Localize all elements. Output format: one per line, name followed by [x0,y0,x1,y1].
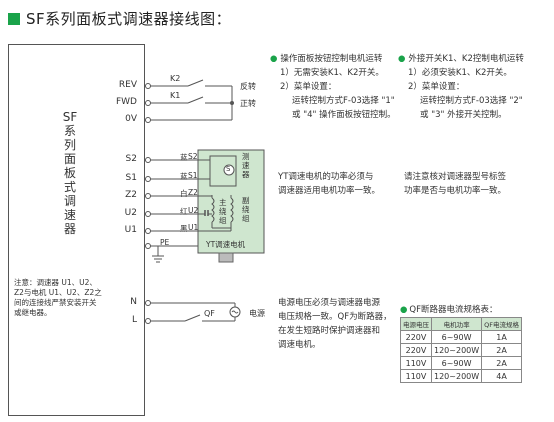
terminal-l-label: L [131,315,137,325]
table-row: 220V 120~200W 2A [400,343,523,357]
motor-shaft [218,252,234,263]
power-label: 电源 [249,309,265,318]
table-row: 110V 6~90W 2A [400,356,523,370]
motor-s2: S2 [188,152,198,161]
qf-table-header: 电源电压 电机功率 QF电流规格 [400,317,523,331]
main-winding-coil [211,197,215,223]
reverse-label: 反转 [240,82,256,91]
title-marker [8,12,20,25]
power-supply-note: 电源电压必须与调速器电源 电压规格一致。QF为断路器， 在发生短路时保护调速器和… [278,298,392,350]
wire-blue2: 蓝 [180,172,188,181]
aux-winding-coil [230,197,234,223]
title-text: SF系列面板式调速器接线图： [26,10,232,28]
tachometer-label: 测速器 [242,152,250,179]
switch-k2-label: K2 [170,74,181,83]
controller-name: SF系列面板式调速器 [62,110,78,236]
wire-red: 红 [180,207,188,216]
terminal-u1-label: U1 [124,225,137,235]
wire-black: 黑 [180,224,188,233]
qf-breaker-table: ●QF断路器电流规格表： 电源电压 电机功率 QF电流规格 220V 6~90W… [400,303,523,383]
terminal-pe-label: PE [160,238,170,247]
terminal-z2-label: Z2 [125,190,137,200]
terminal-n-label: N [130,297,137,307]
main-winding-label: 主绕组 [219,198,227,225]
breaker-qf-label: QF [204,309,215,318]
motor-z2: Z2 [188,188,198,197]
terminal-fwd-label: FWD [115,97,137,107]
controller-box [8,44,145,416]
controller-note: 注意：调速器 U1、U2、Z2与电机 U1、U2、Z2之间的连接线严禁安装开关或… [14,278,102,317]
terminal-s2-label: S2 [125,154,137,164]
wire-white: 白 [180,189,188,198]
bullet-icon: ● [398,54,406,64]
terminal-s1-label: S1 [125,173,137,183]
table-row: 110V 120~200W 4A [400,369,523,383]
switch-k1-label: K1 [170,91,181,100]
motor-label: YT调速电机 [206,240,246,249]
forward-label: 正转 [240,99,256,108]
bullet-icon: ● [400,305,408,315]
motor-u2: U2 [188,206,199,215]
motor-s1: S1 [188,171,198,180]
terminal-rev-label: REV [118,80,137,90]
motor-u1: U1 [188,223,199,232]
terminal-u2-label: U2 [124,208,137,218]
table-row: 220V 6~90W 1A [400,330,523,344]
terminal-0v-label: 0V [125,114,137,124]
panel-control-note: ●操作面板按钮控制电机运转 1）无需安装K1、K2开关。 2）菜单设置： 运转控… [270,54,396,120]
tachometer-symbol: S [226,165,231,173]
aux-winding-label: 副绕组 [242,196,250,223]
page-title: SF系列面板式调速器接线图： [8,8,231,29]
model-check-note: 请注意核对调速器型号标签 功率是否与电机功率一致。 [404,172,507,196]
qf-table-title: ●QF断路器电流规格表： [400,305,498,315]
bullet-icon: ● [270,54,278,64]
wire-blue1: 蓝 [180,153,188,162]
tachometer-circle [223,164,235,176]
external-switch-note: ●外接开关K1、K2控制电机运转 1）必须安装K1、K2开关。 2）菜单设置： … [398,54,524,120]
motor-power-note: YT调速电机的功率必须与 调速器适用电机功率一致。 [278,172,381,196]
